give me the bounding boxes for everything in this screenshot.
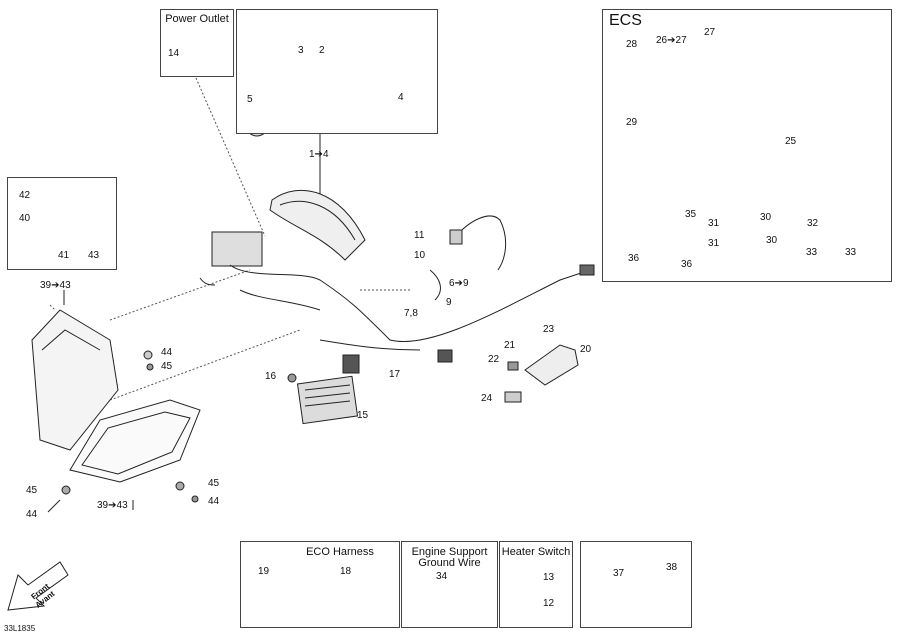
callout-10[interactable]: 10 bbox=[414, 250, 426, 261]
callout-23[interactable]: 23 bbox=[543, 324, 555, 335]
gauge-box bbox=[236, 9, 438, 134]
callout-7-8[interactable]: 7,8 bbox=[404, 308, 418, 319]
callout-38[interactable]: 38 bbox=[666, 562, 678, 573]
headlamp-parts-box bbox=[7, 177, 117, 270]
headlamp-lens bbox=[70, 400, 200, 482]
callout-45-a[interactable]: 45 bbox=[161, 361, 173, 372]
callout-31-a[interactable]: 31 bbox=[708, 218, 720, 229]
callout-32[interactable]: 32 bbox=[807, 218, 819, 229]
callout-30-a[interactable]: 30 bbox=[760, 212, 772, 223]
callout-44-b[interactable]: 44 bbox=[208, 496, 220, 507]
engine-support-box: Engine Support Ground Wire bbox=[401, 541, 498, 628]
callout-41[interactable]: 41 bbox=[58, 250, 70, 261]
callout-45-b[interactable]: 45 bbox=[26, 485, 38, 496]
callout-34[interactable]: 34 bbox=[436, 571, 448, 582]
callout-17[interactable]: 17 bbox=[389, 369, 401, 380]
callout-28[interactable]: 28 bbox=[626, 39, 638, 50]
callout-33-b[interactable]: 33 bbox=[845, 247, 857, 258]
ecs-title: ECS bbox=[609, 12, 642, 29]
callout-4[interactable]: 4 bbox=[398, 92, 404, 103]
callout-26-27[interactable]: 26➔27 bbox=[656, 35, 687, 46]
callout-45-c[interactable]: 45 bbox=[208, 478, 220, 489]
tether-cord bbox=[430, 216, 506, 300]
heater-switch-title: Heater Switch bbox=[501, 546, 571, 558]
callout-44-a[interactable]: 44 bbox=[161, 347, 173, 358]
callout-2[interactable]: 2 bbox=[319, 45, 325, 56]
callout-24[interactable]: 24 bbox=[481, 393, 493, 404]
callout-1-4[interactable]: 1➔4 bbox=[309, 149, 329, 160]
callout-13[interactable]: 13 bbox=[543, 572, 555, 583]
bracket bbox=[505, 345, 578, 402]
callout-30-b[interactable]: 30 bbox=[766, 235, 778, 246]
tube-ring-box bbox=[580, 541, 692, 628]
power-outlet-title: Power Outlet bbox=[165, 13, 229, 25]
callout-14[interactable]: 14 bbox=[168, 48, 180, 59]
leader-lines bbox=[49, 77, 410, 401]
document-number: 33L1835 bbox=[4, 624, 36, 633]
callout-18[interactable]: 18 bbox=[340, 566, 352, 577]
front-arrow-icon bbox=[8, 562, 68, 610]
small-fasteners bbox=[48, 351, 198, 512]
voltage-regulator bbox=[288, 374, 358, 424]
eco-harness-box: ECO Harness bbox=[240, 541, 400, 628]
callout-35[interactable]: 35 bbox=[685, 209, 697, 220]
callout-36-b[interactable]: 36 bbox=[681, 259, 693, 270]
callout-40[interactable]: 40 bbox=[19, 213, 31, 224]
callout-9[interactable]: 9 bbox=[446, 297, 452, 308]
engine-support-title-line2: Ground Wire bbox=[418, 557, 481, 569]
callout-25[interactable]: 25 bbox=[785, 136, 797, 147]
callout-5[interactable]: 5 bbox=[247, 94, 253, 105]
heater-switch-box: Heater Switch bbox=[499, 541, 573, 628]
callout-6-9[interactable]: 6➔9 bbox=[449, 278, 469, 289]
callout-39-43-top[interactable]: 39➔43 bbox=[40, 280, 71, 291]
callout-37[interactable]: 37 bbox=[613, 568, 625, 579]
callout-42[interactable]: 42 bbox=[19, 190, 31, 201]
callout-22[interactable]: 22 bbox=[488, 354, 500, 365]
callout-39-43-bottom[interactable]: 39➔43 bbox=[97, 500, 128, 511]
eco-harness-title: ECO Harness bbox=[306, 546, 374, 558]
callout-21[interactable]: 21 bbox=[504, 340, 516, 351]
callout-31-b[interactable]: 31 bbox=[708, 238, 720, 249]
callout-16[interactable]: 16 bbox=[265, 371, 277, 382]
callout-27[interactable]: 27 bbox=[704, 27, 716, 38]
headlamp-rear bbox=[32, 310, 118, 450]
callout-43[interactable]: 43 bbox=[88, 250, 100, 261]
instrument-cluster bbox=[270, 190, 365, 260]
main-harness bbox=[200, 232, 594, 373]
callout-29[interactable]: 29 bbox=[626, 117, 638, 128]
callout-44-c[interactable]: 44 bbox=[26, 509, 38, 520]
ecs-box: ECS bbox=[602, 9, 892, 282]
callout-36-a[interactable]: 36 bbox=[628, 253, 640, 264]
callout-20[interactable]: 20 bbox=[580, 344, 592, 355]
callout-12[interactable]: 12 bbox=[543, 598, 555, 609]
callout-33-a[interactable]: 33 bbox=[806, 247, 818, 258]
callout-11[interactable]: 11 bbox=[414, 230, 425, 241]
callout-19[interactable]: 19 bbox=[258, 566, 270, 577]
callout-3[interactable]: 3 bbox=[298, 45, 304, 56]
callout-15[interactable]: 15 bbox=[357, 410, 369, 421]
power-outlet-box: Power Outlet bbox=[160, 9, 234, 77]
engine-support-title-line1: Engine Support bbox=[411, 546, 488, 558]
